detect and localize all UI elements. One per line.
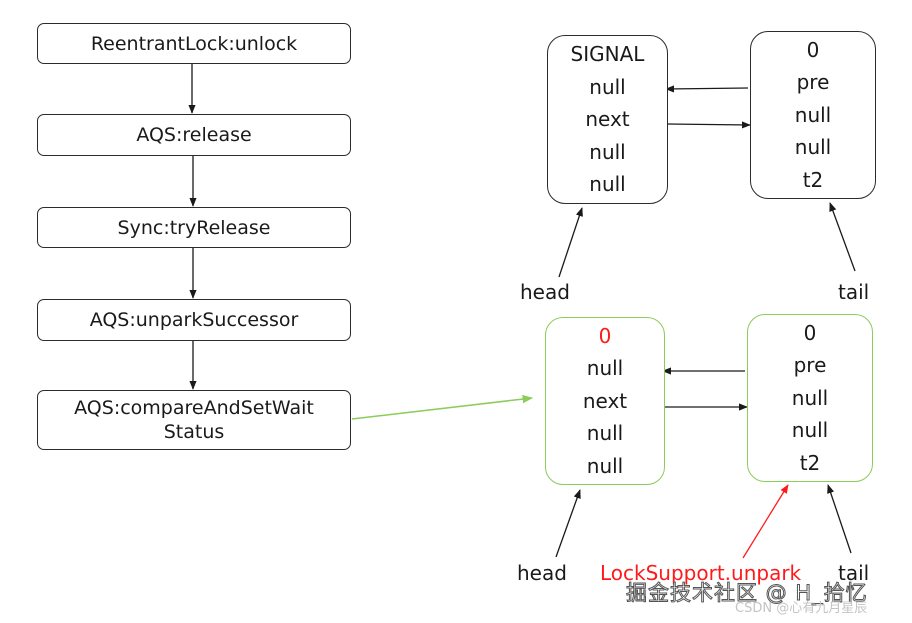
node-field: next bbox=[585, 107, 630, 132]
flow-step-label: AQS:release bbox=[136, 124, 252, 146]
tail-label-after: tail bbox=[838, 561, 870, 585]
prev-link-top bbox=[665, 85, 749, 93]
node-field: null bbox=[586, 421, 624, 446]
tail-label-before: tail bbox=[838, 280, 870, 304]
head-node-before: SIGNAL null next null null bbox=[547, 35, 668, 204]
node-field: null bbox=[794, 135, 832, 160]
flow-step-label: Sync:tryRelease bbox=[117, 216, 271, 239]
node-field: t2 bbox=[799, 450, 821, 475]
flow-step-label: AQS:unparkSuccessor bbox=[89, 309, 299, 331]
tail-pointer-top bbox=[829, 202, 856, 272]
head-label-before: head bbox=[520, 280, 570, 304]
flow-step-aqs-compareandsetwaitstatus: AQS:compareAndSetWait Status bbox=[37, 390, 351, 450]
node-field: t2 bbox=[802, 167, 824, 192]
head-pointer-bottom bbox=[555, 489, 581, 558]
node-field: null bbox=[586, 453, 624, 478]
node-field: 0 bbox=[806, 37, 820, 62]
flow-step-reentrantlock-unlock: ReentrantLock:unlock bbox=[37, 23, 351, 64]
node-field: SIGNAL bbox=[570, 42, 645, 67]
head-pointer-top bbox=[558, 207, 583, 278]
cas-transition-arrow bbox=[351, 394, 534, 420]
tail-node-after: 0 pre null null t2 bbox=[747, 314, 873, 482]
tail-pointer-bottom bbox=[827, 484, 852, 554]
lock-support-unpark-label: LockSupport.unpark bbox=[600, 561, 802, 585]
csdn-watermark: CSDN @心有九月星辰 bbox=[735, 601, 868, 616]
node-field: null bbox=[589, 74, 626, 99]
node-field: pre bbox=[796, 70, 830, 95]
node-field: null bbox=[586, 356, 624, 381]
head-node-after: 0 null next null null bbox=[545, 317, 665, 485]
flow-step-sync-tryrelease: Sync:tryRelease bbox=[37, 207, 351, 248]
node-field-waitstatus-changed: 0 bbox=[598, 323, 612, 348]
next-link-top bbox=[666, 121, 751, 129]
flow-step-label-line2: Status bbox=[163, 421, 225, 443]
node-field: null bbox=[791, 385, 829, 410]
node-field: pre bbox=[793, 353, 827, 378]
node-field: null bbox=[791, 418, 829, 443]
flow-step-label: ReentrantLock:unlock bbox=[90, 32, 298, 55]
head-label-after: head bbox=[517, 561, 567, 585]
flow-step-aqs-release: AQS:release bbox=[37, 114, 351, 156]
juejin-watermark: 掘金技术社区 @ H_拾忆 bbox=[626, 581, 868, 606]
node-field: null bbox=[589, 139, 626, 164]
flow-step-label-line1: AQS:compareAndSetWait bbox=[74, 397, 314, 419]
flow-step-aqs-unparksuccessor: AQS:unparkSuccessor bbox=[37, 299, 351, 341]
unpark-pointer bbox=[742, 484, 789, 559]
node-field: next bbox=[582, 388, 628, 413]
node-field: 0 bbox=[803, 320, 817, 345]
node-field: null bbox=[589, 172, 626, 197]
node-field: null bbox=[794, 102, 832, 127]
tail-node-before: 0 pre null null t2 bbox=[750, 31, 876, 199]
